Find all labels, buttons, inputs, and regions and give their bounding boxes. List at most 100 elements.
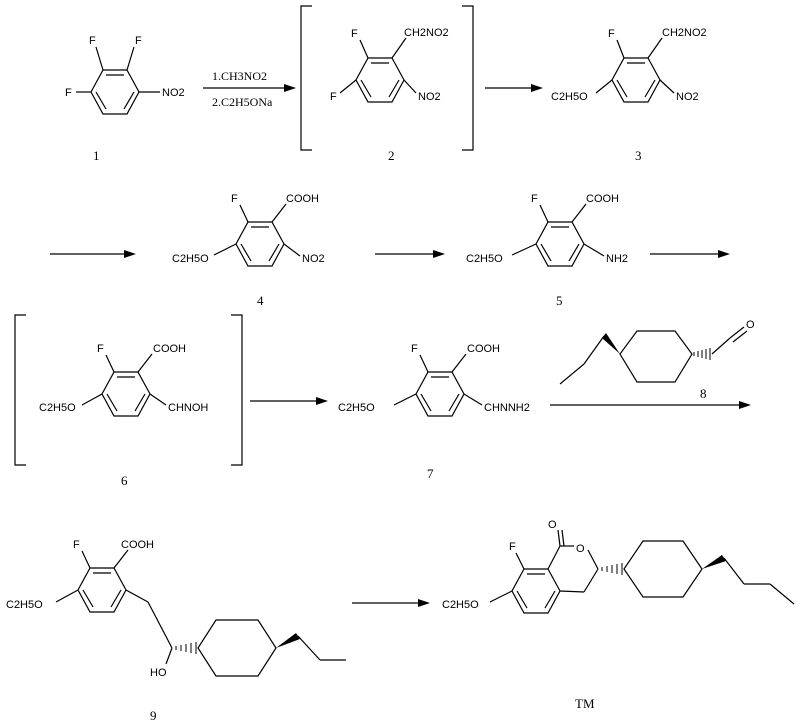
tm-lactone-bond — [587, 549, 599, 570]
compound-1-f2-label: F — [135, 35, 142, 47]
compound-9-cyclohexane-ring — [197, 619, 277, 677]
compound-8-aldehyde-bond — [711, 337, 731, 355]
compound-5-double-bond — [540, 243, 552, 262]
compound-6-bond-cooh — [137, 353, 153, 373]
compound-1-f1-label: F — [89, 35, 96, 47]
compound-9-oet-label: C2H5O — [6, 599, 43, 611]
compound-2-f2-label: F — [330, 91, 337, 103]
arrow-head — [418, 599, 430, 607]
right-bracket — [231, 314, 243, 466]
reaction-arrow-4 — [375, 250, 445, 258]
compound-1-number: 1 — [93, 148, 100, 163]
compound-9-bond-cooh — [113, 549, 129, 569]
compound-3-double-bond — [616, 79, 628, 98]
compound-5-cooh-label: COOH — [586, 193, 619, 205]
compound-5-bond-cooh — [571, 203, 587, 223]
compound-7-double-bond — [420, 393, 432, 412]
compound-4-bond-no2 — [283, 243, 301, 257]
reaction-arrow-2 — [485, 84, 543, 92]
compound-7-bond-chnnh2 — [463, 393, 483, 406]
tm-double-bond — [516, 590, 528, 609]
tm-number: TM — [575, 696, 595, 711]
compound-7-bond-cooh — [451, 353, 467, 373]
compound-4-benzene-ring — [235, 221, 285, 267]
compound-9-hashed-bond — [175, 642, 197, 654]
reagent-line-2: 2.C2H5ONa — [212, 95, 273, 109]
compound-9-bond-oet — [55, 589, 79, 603]
compound-2-bond-f2 — [339, 79, 357, 94]
compound-6-bond-f — [105, 354, 115, 373]
compound-7-double-bond — [448, 393, 460, 412]
compound-2-bond-no2 — [403, 79, 417, 94]
arrow-head — [124, 250, 136, 258]
compound-9-bond-oh — [165, 647, 173, 665]
compound-3-number: 3 — [635, 148, 642, 163]
compound-2-double-bond — [360, 79, 372, 98]
compound-5-bond-f — [539, 204, 549, 223]
compound-4: F COOH C2H5O NO2 4 — [172, 193, 325, 308]
tm-oet-label: C2H5O — [442, 599, 479, 611]
compound-4-oet-label: C2H5O — [172, 253, 209, 265]
compound-5-nh2-label: NH2 — [606, 253, 628, 265]
left-bracket — [300, 5, 312, 151]
tm-benzene-ring — [511, 568, 561, 614]
compound-1-benzene-ring — [90, 69, 140, 115]
arrow-head — [316, 397, 328, 405]
right-bracket — [462, 5, 474, 151]
compound-8-hashed-bond — [693, 348, 711, 360]
compound-4-bond-cooh — [271, 203, 287, 223]
compound-4-bond-oet — [213, 243, 237, 256]
compound-4-f-label: F — [231, 193, 238, 205]
compound-3-f-label: F — [608, 28, 615, 40]
compound-9-cooh-label: COOH — [121, 539, 154, 551]
tm-bond-f — [515, 552, 525, 570]
compound-2: F CH2NO2 F NO2 2 — [300, 5, 474, 163]
reaction-arrow-8 — [352, 599, 430, 607]
tm-lactone-bond — [547, 545, 561, 570]
reaction-arrow-5 — [650, 250, 730, 258]
tm-f-label: F — [509, 541, 516, 553]
compound-6-number: 6 — [121, 473, 128, 488]
compound-7-f-label: F — [411, 343, 418, 355]
compound-5-f-label: F — [531, 193, 538, 205]
compound-6-oet-label: C2H5O — [39, 402, 76, 414]
arrow-head — [739, 401, 751, 409]
compound-2-f1-label: F — [351, 28, 358, 40]
compound-8-number: 8 — [700, 386, 707, 401]
compound-5-number: 5 — [556, 293, 563, 308]
compound-7-cooh-label: COOH — [467, 343, 500, 355]
compound-2-benzene-ring — [355, 57, 405, 103]
compound-2-bond-ch2no2 — [391, 37, 407, 59]
compound-4-double-bond — [240, 243, 252, 262]
compound-1-double-bond — [123, 91, 135, 110]
compound-1-double-bond — [95, 91, 107, 110]
compound-9-bond-f — [81, 550, 91, 569]
compound-7-bond-oet — [393, 393, 417, 406]
compound-9-number: 9 — [150, 708, 157, 723]
compound-3-oet-label: C2H5O — [551, 91, 588, 103]
compound-8-propyl-bond — [583, 335, 605, 365]
compound-9-propyl-bond — [297, 635, 321, 661]
compound-8-bold-wedge — [602, 333, 620, 354]
compound-1: F F F NO2 1 — [65, 35, 185, 163]
compound-3-no2-label: NO2 — [676, 91, 699, 103]
compound-9-f-label: F — [73, 539, 80, 551]
compound-3-benzene-ring — [611, 57, 661, 103]
tm-propyl-bond — [723, 557, 745, 585]
compound-8-carbonyl-bond — [732, 330, 748, 343]
tm-o-carbonyl-label: O — [548, 519, 557, 531]
reaction-arrow-7 — [550, 401, 751, 409]
compound-5-double-bond — [568, 243, 580, 262]
arrow-head — [433, 250, 445, 258]
compound-7: F COOH C2H5O CHNNH2 7 — [338, 343, 530, 481]
compound-2-double-bond — [388, 79, 400, 98]
compound-4-number: 4 — [257, 293, 264, 308]
arrow-head — [284, 84, 296, 92]
compound-6: F COOH C2H5O CHNOH 6 — [14, 314, 243, 488]
compound-2-bond-f1 — [359, 39, 369, 59]
compound-8: O 8 — [559, 319, 755, 401]
compound-7-chnnh2-label: CHNNH2 — [484, 402, 530, 414]
compound-3-bond-no2 — [659, 79, 675, 94]
compound-3: F CH2NO2 C2H5O NO2 3 — [551, 27, 707, 163]
